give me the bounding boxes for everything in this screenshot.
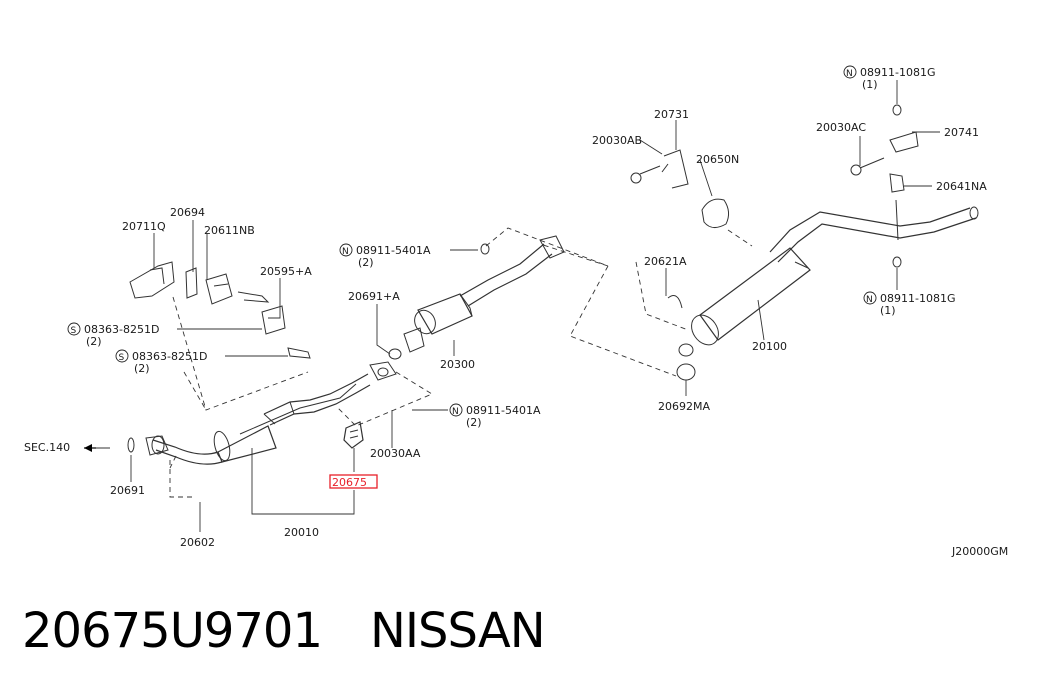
gasket-20691a: [388, 348, 402, 360]
label-qty: (1): [880, 304, 896, 317]
label-20711q: 20711Q: [122, 220, 166, 233]
label-20602: 20602: [180, 536, 215, 549]
label-20691: 20691: [110, 484, 145, 497]
label-20621a: 20621A: [644, 255, 687, 268]
label-08363-8251d: 08363-8251D: [84, 323, 159, 336]
label-20100: 20100: [752, 340, 787, 353]
exhaust-parts-diagram: S S N N N N 20711Q 20694 20611NB 20595+A…: [24, 65, 1008, 558]
label-20675: 20675: [332, 476, 367, 489]
label-20731: 20731: [654, 108, 689, 121]
label-20300: 20300: [440, 358, 475, 371]
center-muffler: [388, 235, 565, 360]
left-bracket-assembly: [129, 261, 311, 359]
label-qty: (1): [862, 78, 878, 91]
n-symbol: N: [866, 295, 873, 305]
callout-labels: 20711Q 20694 20611NB 20595+A 08363-8251D…: [24, 66, 1008, 558]
gasket-20691: [127, 437, 135, 453]
label-20595a: 20595+A: [260, 265, 312, 278]
label-qty: (2): [466, 416, 482, 429]
label-sec140: SEC.140: [24, 441, 70, 454]
bracket-20675: [343, 421, 364, 449]
part-caption: 20675U9701 NISSAN: [22, 596, 546, 666]
gasket-20692ma: [678, 343, 694, 357]
sec140-arrow-icon: [84, 444, 92, 452]
n-symbol: N: [452, 407, 459, 417]
label-20691a: 20691+A: [348, 290, 400, 303]
label-20741: 20741: [944, 126, 979, 139]
label-qty: (2): [86, 335, 102, 348]
label-20641na: 20641NA: [936, 180, 987, 193]
label-08911-5401a: 08911-5401A: [356, 244, 431, 257]
label-20030ac: 20030AC: [816, 121, 866, 134]
label-20650n: 20650N: [696, 153, 739, 166]
diagram-code: J20000GM: [951, 545, 1008, 558]
symbol-letters: S S N N N N: [71, 69, 873, 417]
s-symbol: S: [71, 326, 77, 336]
front-pipe-catalyst: [127, 361, 397, 465]
label-08363-8251d: 08363-8251D: [132, 350, 207, 363]
label-qty: (2): [134, 362, 150, 375]
label-08911-5401a: 08911-5401A: [466, 404, 541, 417]
brand-name: NISSAN: [369, 603, 546, 659]
label-20611nb: 20611NB: [204, 224, 255, 237]
leader-lines: [88, 80, 940, 532]
dashed-group-lines: [169, 227, 753, 498]
label-20692ma: 20692MA: [658, 400, 710, 413]
rear-muffler: [630, 104, 979, 381]
label-20694: 20694: [170, 206, 205, 219]
hanger-20641na: [889, 173, 905, 193]
highlight-box: [329, 474, 378, 489]
s-symbol: S: [119, 353, 125, 363]
n-symbol: N: [342, 247, 349, 257]
label-20030ab: 20030AB: [592, 134, 642, 147]
part-number: 20675U9701: [22, 603, 323, 659]
label-20030aa: 20030AA: [370, 447, 421, 460]
hanger-20650n: [701, 198, 730, 228]
symbol-marks: [67, 65, 877, 417]
n-symbol: N: [846, 69, 853, 79]
label-qty: (2): [358, 256, 374, 269]
label-08911-1081g: 08911-1081G: [860, 66, 935, 79]
label-08911-1081g: 08911-1081G: [880, 292, 955, 305]
label-20010: 20010: [284, 526, 319, 539]
